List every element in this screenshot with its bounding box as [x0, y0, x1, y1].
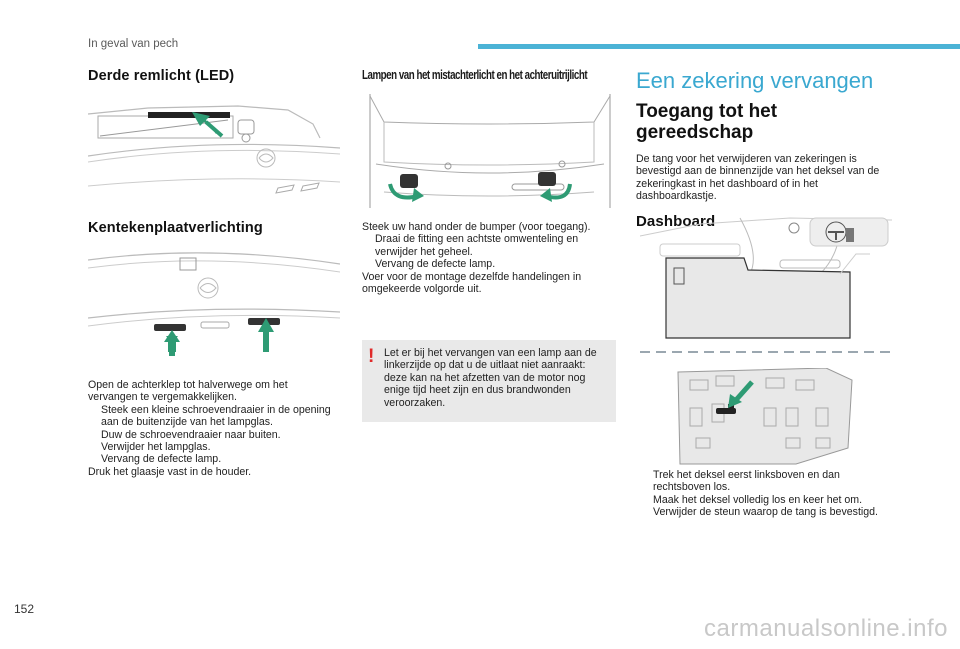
- middle-outro: Voer voor de montage dezelfde handelinge…: [362, 270, 582, 296]
- heading-plate-light: Kentekenplaatverlichting: [88, 220, 263, 236]
- heading-brakelight: Derde remlicht (LED): [88, 68, 235, 84]
- list-item: Steek een kleine schroevendraaier in de …: [101, 403, 331, 429]
- header-accent-bar: [478, 44, 960, 49]
- rear-bumper-illustration: [369, 94, 611, 208]
- fuse-cover-illustration: [677, 368, 853, 465]
- warning-text: Let er bij het vervangen van een lamp aa…: [384, 347, 597, 409]
- list-item: Verwijder de steun waarop de tang is bev…: [653, 506, 878, 519]
- dashboard-fusebox-illustration: [640, 217, 892, 353]
- heading-rear-lamps: Lampen van het mistachterlicht en het ac…: [362, 68, 588, 82]
- warning-icon: !: [368, 346, 375, 367]
- middle-intro: Steek uw hand onder de bumper (voor toeg…: [362, 221, 591, 233]
- watermark: carmanualsonline.info: [704, 615, 948, 642]
- middle-steps: Draai de fitting een achtste omwenteling…: [362, 233, 616, 270]
- tailgate-brakelight-illustration: [88, 105, 340, 194]
- list-item: Duw de schroevendraaier naar buiten.: [101, 428, 281, 441]
- right-instructions: Trek het deksel eerst linksboven en dan …: [640, 469, 894, 519]
- list-item: Maak het deksel volledig los en keer het…: [653, 493, 863, 506]
- list-item: Vervang de defecte lamp.: [375, 258, 496, 271]
- license-plate-light-illustration: [88, 252, 340, 356]
- list-item: Draai de fitting een achtste omwenteling…: [375, 233, 579, 258]
- left-instructions: Open de achterklep tot halverwege om het…: [88, 379, 332, 478]
- middle-instructions: Steek uw hand onder de bumper (voor toeg…: [362, 221, 616, 295]
- left-steps: Steek een kleine schroevendraaier in de …: [88, 404, 332, 466]
- left-column: Derde remlicht (LED): [88, 68, 340, 84]
- left-intro: Open de achterklep tot halverwege om het…: [88, 379, 288, 404]
- list-item: Trek het deksel eerst linksboven en dan …: [653, 469, 840, 494]
- page-title: Een zekering vervangen: [636, 68, 874, 93]
- tool-access-body: De tang voor het verwijderen van zekerin…: [636, 153, 880, 203]
- page-number: 152: [14, 602, 35, 616]
- warning-box: ! Let er bij het vervangen van een lamp …: [362, 340, 616, 422]
- right-column: Een zekering vervangen Toegang tot het g…: [636, 68, 892, 230]
- right-steps: Trek het deksel eerst linksboven en dan …: [640, 469, 894, 519]
- list-item: Vervang de defecte lamp.: [101, 453, 222, 466]
- left-outro: Druk het glaasje vast in de houder.: [88, 465, 252, 478]
- list-item: Verwijder het lampglas.: [101, 441, 211, 454]
- subtitle-tool-access: Toegang tot het gereedschap: [636, 101, 778, 143]
- section-title: In geval van pech: [88, 38, 179, 50]
- middle-column: Lampen van het mistachterlicht en het ac…: [362, 68, 616, 82]
